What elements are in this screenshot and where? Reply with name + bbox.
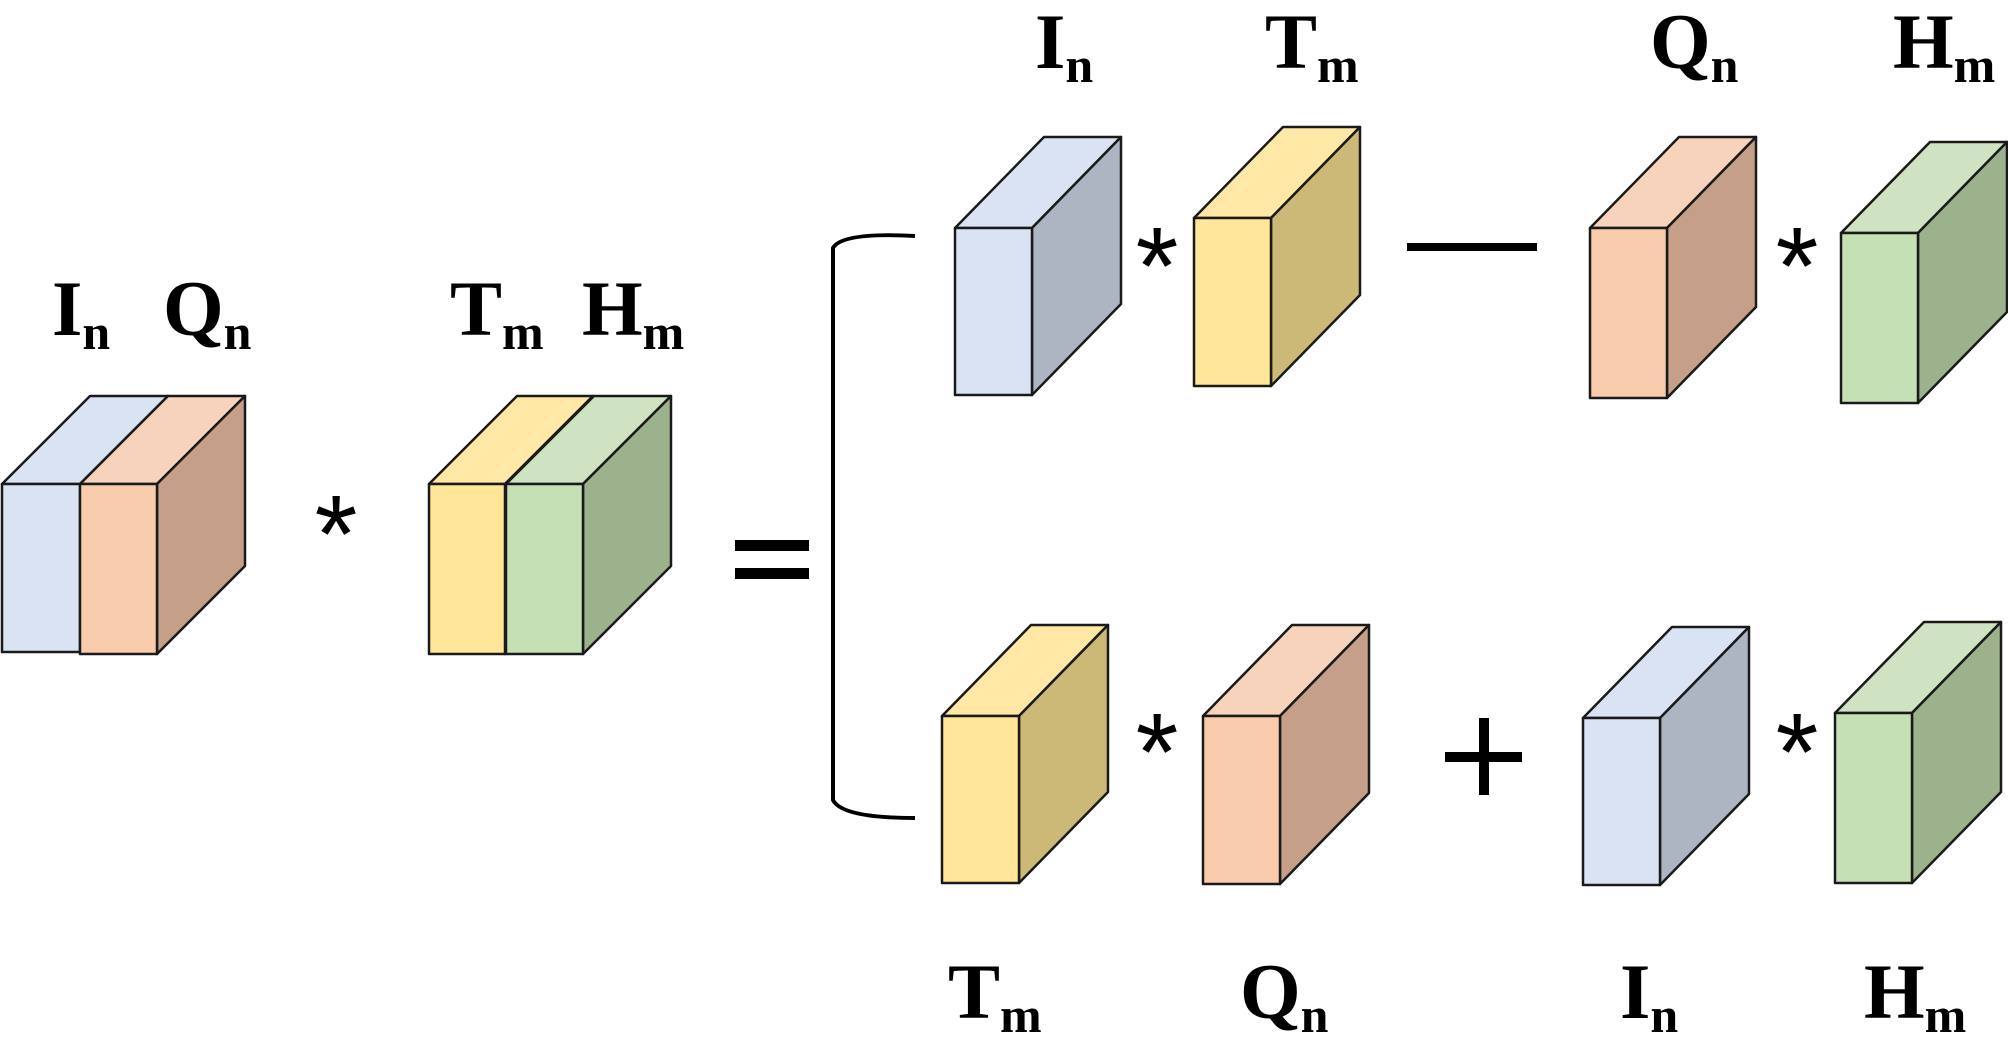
- multiply-symbol-left: *: [315, 473, 358, 596]
- label-bottom-q: Qn: [1240, 948, 1329, 1043]
- cube-top-q: [1588, 135, 1758, 400]
- kernel-block: [427, 394, 673, 656]
- cube-top-i: [953, 135, 1123, 397]
- cube-front-face: [427, 482, 507, 656]
- label-top-h: Hm: [1893, 0, 1995, 93]
- input-block: [0, 394, 247, 656]
- label-top-t: Tm: [1265, 0, 1359, 93]
- cube-top-t: [1192, 125, 1362, 388]
- cube-bottom-i: [1581, 625, 1751, 887]
- label-left-h: Hm: [582, 265, 684, 360]
- cube-front-face: [940, 714, 1021, 885]
- cube-bottom-h: [1833, 620, 2003, 885]
- label-left-i: In: [52, 265, 110, 360]
- cube-top-h: [1839, 140, 2008, 405]
- label-top-i: In: [1035, 0, 1093, 93]
- multiply-symbol-top-1: *: [1136, 205, 1179, 328]
- cube-front-face: [504, 482, 585, 656]
- plus-sign: +: [1445, 718, 1522, 795]
- cube-front-face: [78, 482, 159, 656]
- cube-front-face: [1201, 714, 1282, 886]
- cube-front-face: [953, 226, 1034, 397]
- cube-front-face: [1839, 231, 1920, 405]
- multiply-symbol-bottom-2: *: [1776, 691, 1819, 814]
- cube-h-component: [504, 394, 673, 656]
- label-bottom-t: Tm: [948, 948, 1042, 1043]
- brace: [831, 233, 916, 820]
- label-bottom-h: Hm: [1864, 948, 1966, 1043]
- cube-front-face: [1588, 226, 1669, 400]
- multiply-symbol-top-2: *: [1776, 205, 1819, 328]
- cube-q-component: [78, 394, 247, 656]
- cube-front-face: [0, 482, 82, 654]
- label-left-t: Tm: [450, 265, 544, 360]
- label-left-q: Qn: [163, 265, 252, 360]
- cube-front-face: [1192, 216, 1273, 388]
- cube-bottom-q: [1201, 623, 1371, 886]
- minus-sign: —: [1407, 243, 1537, 251]
- cube-front-face: [1581, 716, 1662, 887]
- label-bottom-i: In: [1620, 948, 1678, 1043]
- cube-bottom-t: [940, 623, 1110, 885]
- equals-sign: [735, 540, 809, 579]
- cube-front-face: [1833, 711, 1914, 885]
- multiply-symbol-bottom-1: *: [1136, 691, 1179, 814]
- label-top-q: Qn: [1650, 0, 1739, 93]
